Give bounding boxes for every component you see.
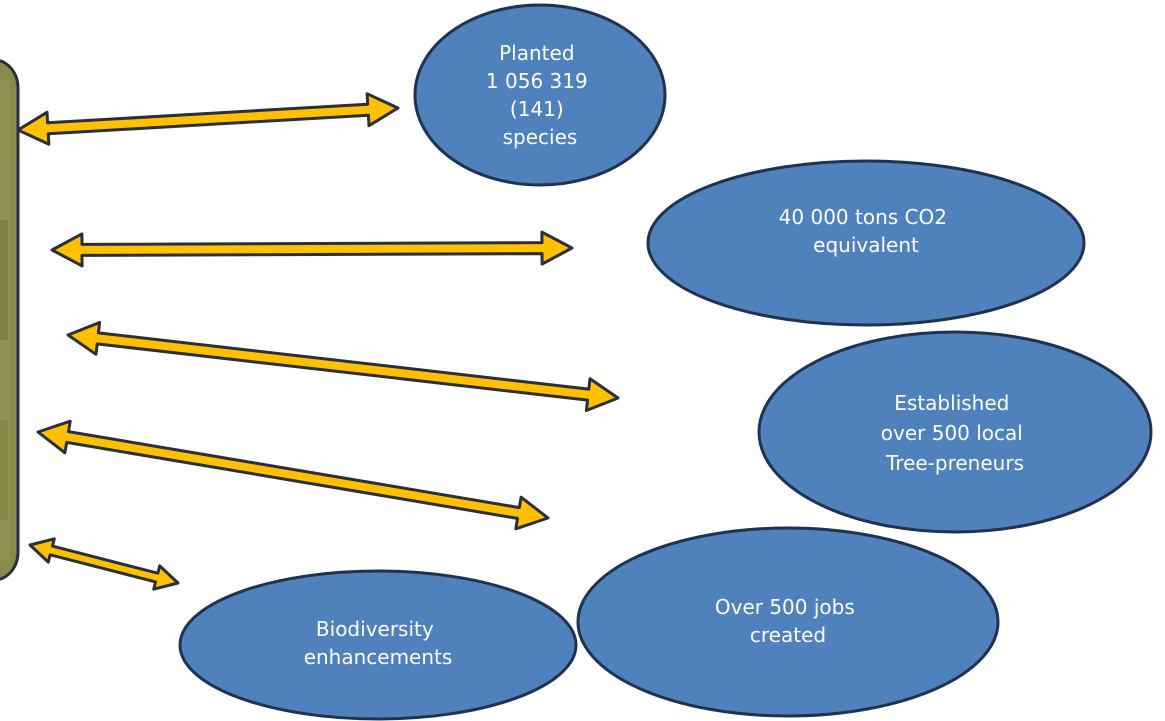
- svg-text:Established over 500 loc: Established over 500 local Tree-preneurs: [881, 391, 1029, 475]
- double-arrow-2: [50, 230, 574, 268]
- node-biodiversity: Biodiversity enhancements: [178, 569, 578, 721]
- node-treepreneurs-line-2: over 500 local: [881, 421, 1023, 445]
- node-biodiversity-line-1: Biodiversity: [316, 617, 434, 641]
- double-arrow-1: [16, 92, 400, 146]
- node-planted: Planted 1 056 319 (141) species: [413, 3, 667, 187]
- node-treepreneurs-ellipse: [757, 330, 1153, 534]
- node-planted-line-3: (141): [510, 97, 564, 121]
- node-co2-line-2: equivalent: [813, 233, 919, 257]
- svg-text:40 000 tons CO2 equivale: 40 000 tons CO2 equivalent: [779, 205, 954, 257]
- node-jobs-line-2: created: [750, 623, 826, 647]
- double-arrow-3: [66, 321, 620, 412]
- double-arrow-5: [28, 537, 180, 591]
- double-arrow-4: [36, 419, 550, 531]
- svg-text:Over 500 jobs created: Over 500 jobs created: [715, 595, 861, 647]
- arrows-layer: [16, 92, 620, 591]
- node-planted-line-1: Planted: [499, 41, 574, 65]
- node-treepreneurs-line-1: Established: [894, 391, 1009, 415]
- node-planted-line-4: species: [503, 125, 578, 149]
- node-jobs-ellipse: [576, 526, 1000, 718]
- node-co2-line-1: 40 000 tons CO2: [779, 205, 947, 229]
- svg-text:Planted 1 056 319: Planted 1 056 319 (141) species: [486, 41, 594, 149]
- svg-text:Biodiversity enhancement: Biodiversity enhancements: [304, 617, 453, 669]
- node-treepreneurs: Established over 500 local Tree-preneurs: [757, 330, 1153, 534]
- node-biodiversity-ellipse: [178, 569, 578, 721]
- node-jobs-line-1: Over 500 jobs: [715, 595, 855, 619]
- node-treepreneurs-line-3: Tree-preneurs: [885, 451, 1024, 475]
- node-planted-line-2: 1 056 319: [486, 69, 588, 93]
- node-biodiversity-line-2: enhancements: [304, 645, 453, 669]
- node-co2-ellipse: [646, 159, 1086, 327]
- node-jobs: Over 500 jobs created: [576, 526, 1000, 718]
- node-planted-ellipse: [413, 3, 667, 187]
- photo-panel: [0, 59, 20, 581]
- node-co2: 40 000 tons CO2 equivalent: [646, 159, 1086, 327]
